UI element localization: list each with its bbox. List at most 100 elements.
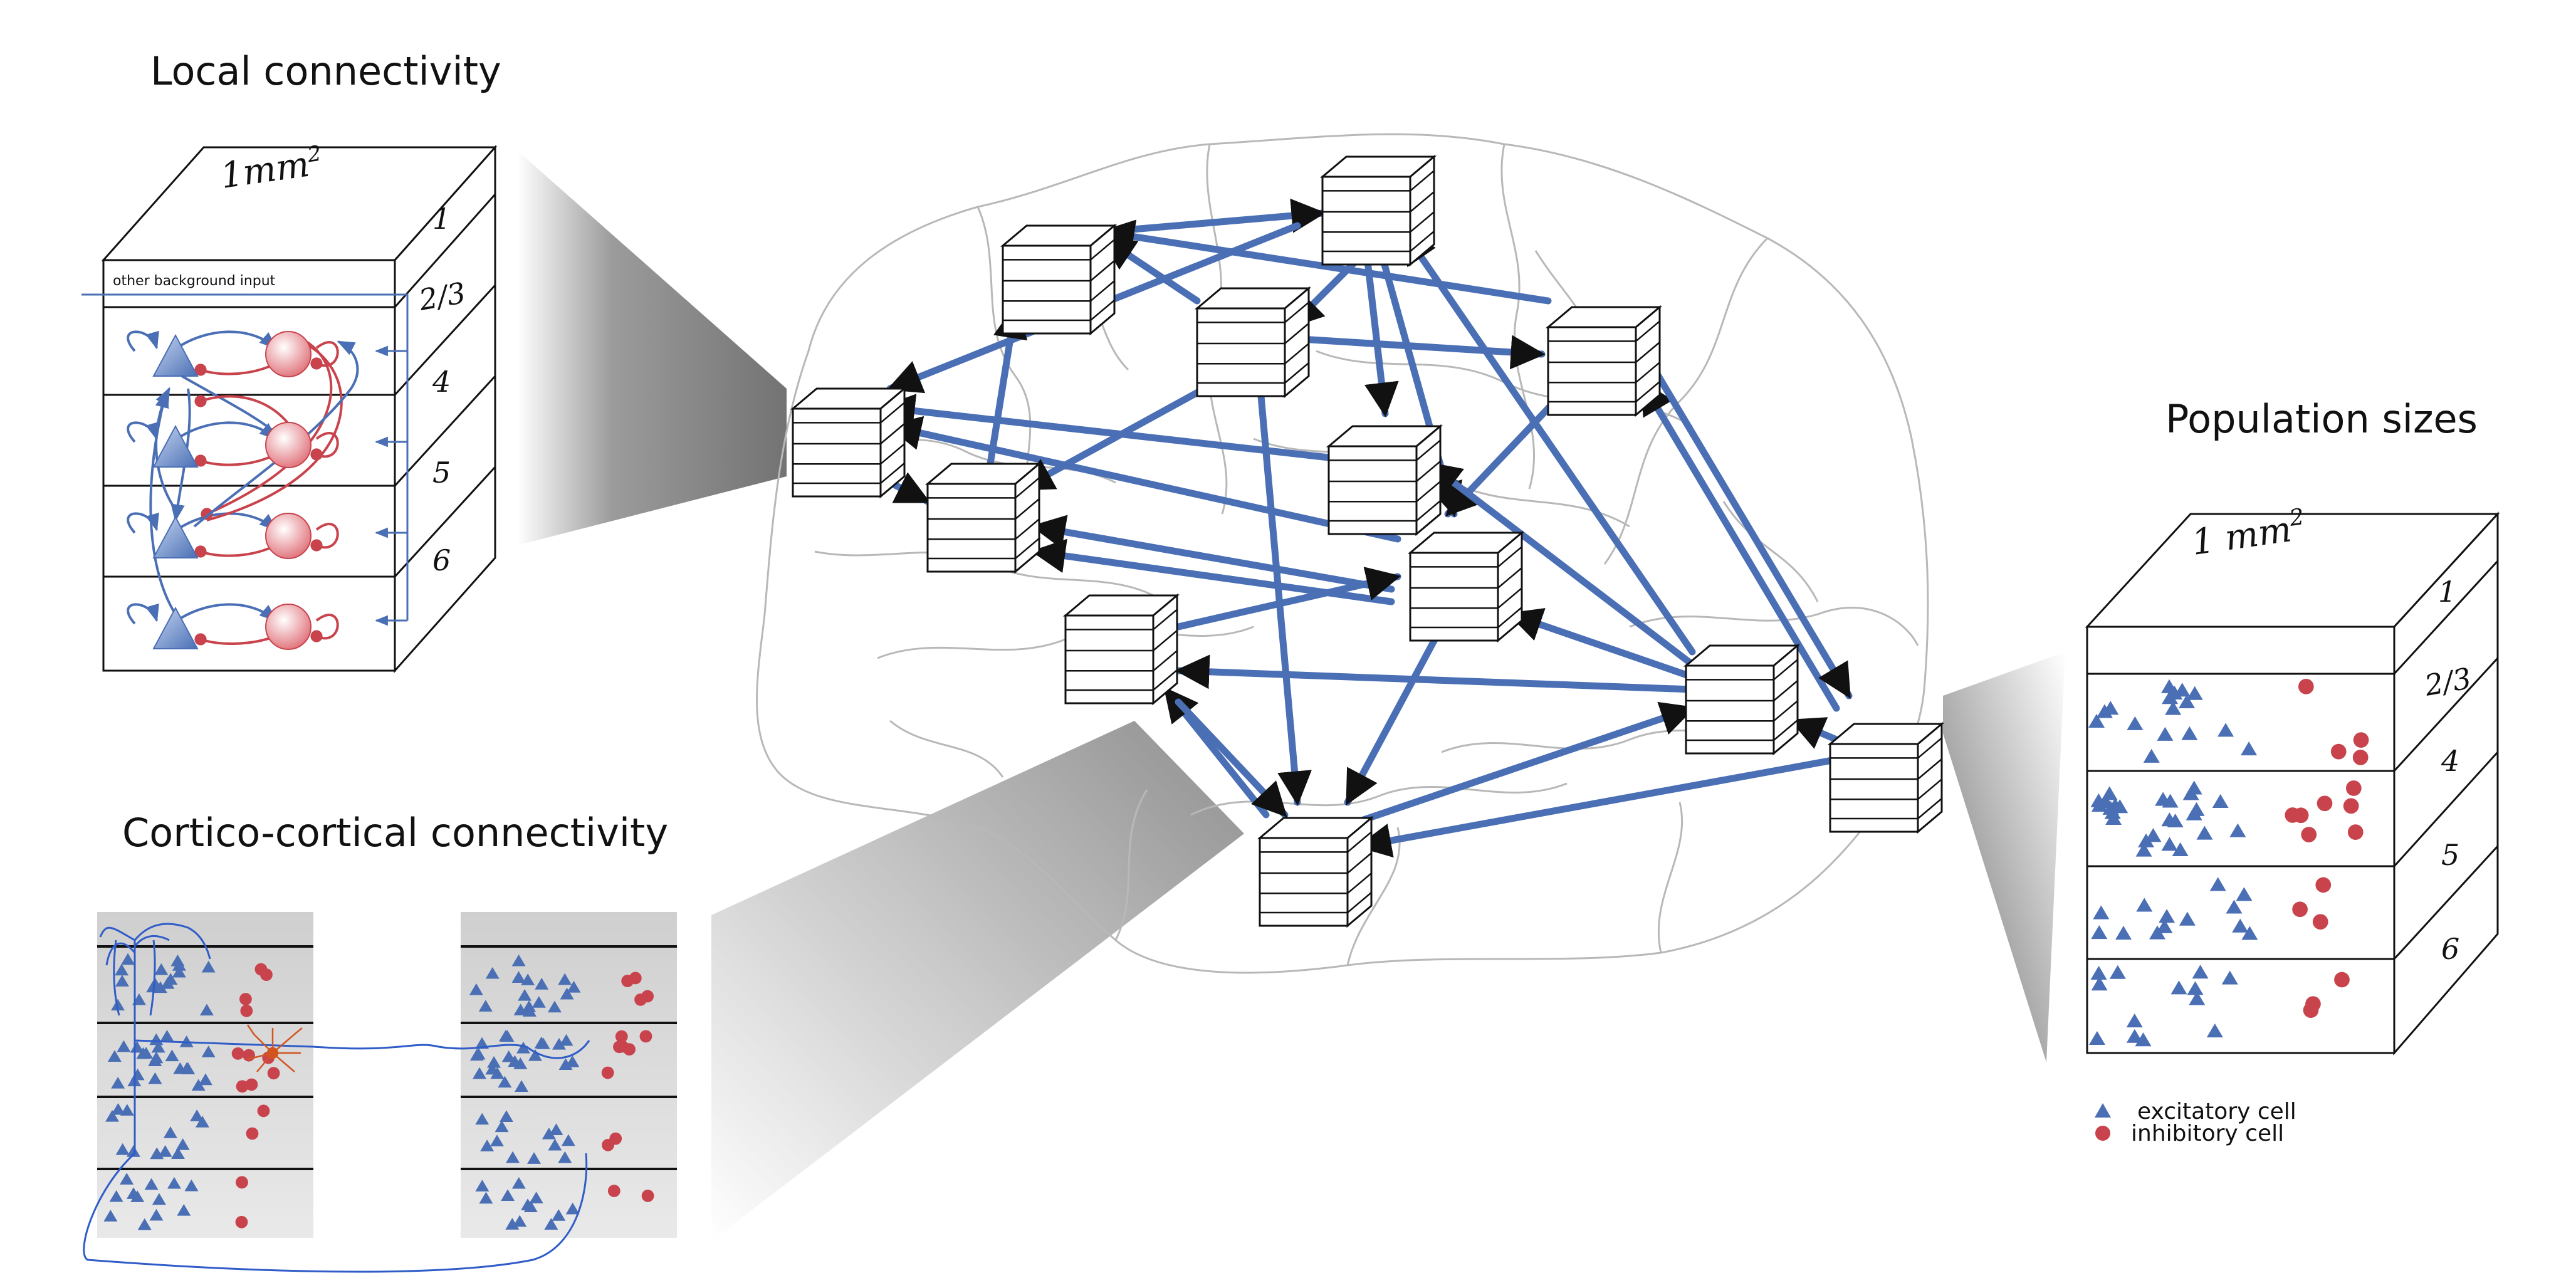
excitatory-cell xyxy=(198,1073,212,1086)
exc-population-l4 xyxy=(152,424,199,468)
excitatory-cell xyxy=(2236,887,2253,901)
excitatory-cell xyxy=(518,988,532,1001)
excitatory-cell xyxy=(2221,970,2238,985)
inhibitory-cell xyxy=(2312,914,2328,930)
inhibitory-cell xyxy=(236,1176,248,1189)
excitatory-cell xyxy=(2126,1014,2143,1028)
inhibitory-cell xyxy=(2353,732,2369,748)
excitatory-cell xyxy=(2170,980,2187,995)
exc-population-l5 xyxy=(152,515,199,558)
inhibitory-cell xyxy=(2347,824,2364,840)
cortical-area-cube xyxy=(1407,530,1525,643)
inhibitory-cell xyxy=(231,1047,244,1060)
local-layer-6-label: 6 xyxy=(432,543,451,577)
connection-arrow xyxy=(1651,366,1853,699)
inhibitory-cell xyxy=(235,1215,248,1228)
excitatory-cell xyxy=(154,963,169,975)
excitatory-cell xyxy=(152,1193,166,1205)
connection-arrow xyxy=(1400,228,1696,656)
cortical-area-cube xyxy=(1827,721,1945,834)
excitatory-cell xyxy=(469,983,483,995)
excitatory-cell xyxy=(165,1049,179,1062)
excitatory-cell xyxy=(121,953,135,965)
excitatory-cell xyxy=(2226,899,2243,914)
excitatory-cell xyxy=(2241,741,2258,756)
excitatory-cell xyxy=(163,1126,177,1138)
inhibitory-cell xyxy=(2317,795,2333,812)
inhibitory-cell xyxy=(613,1040,626,1054)
excitatory-cell xyxy=(190,1109,204,1121)
connection-arrow xyxy=(1175,654,1696,693)
excitatory-cell xyxy=(2127,716,2144,730)
excitatory-cell xyxy=(111,1103,125,1115)
excitatory-cell xyxy=(2212,794,2229,809)
excitatory-cell xyxy=(469,1049,484,1061)
local-layer-23-label: 2/3 xyxy=(416,276,468,317)
excitatory-cell xyxy=(172,959,186,971)
connection-arrow xyxy=(1338,701,1696,831)
cortico-cortical-title: Cortico-cortical connectivity xyxy=(122,810,668,856)
excitatory-cell xyxy=(158,1145,172,1157)
cortical-area-cube xyxy=(1062,593,1180,706)
excitatory-cell xyxy=(136,1047,150,1059)
excitatory-cell xyxy=(542,1127,556,1139)
excitatory-cell xyxy=(2241,926,2258,940)
excitatory-cell xyxy=(2101,786,2118,800)
excitatory-cell xyxy=(529,1192,543,1203)
excitatory-cell xyxy=(500,1030,515,1042)
inhibitory-cell xyxy=(2330,743,2347,760)
cortical-area-cube xyxy=(1683,643,1801,756)
excitatory-cell xyxy=(148,1072,162,1084)
local-layer-1-label: 1 xyxy=(432,202,451,236)
excitatory-cell xyxy=(2209,877,2226,891)
excitatory-cell xyxy=(2161,812,2178,827)
excitatory-cell xyxy=(109,1190,123,1202)
excitatory-cell xyxy=(528,1049,542,1061)
connection-arrow xyxy=(1638,379,1840,712)
inhibitory-cell xyxy=(236,1080,249,1093)
excitatory-cell xyxy=(151,1040,165,1053)
excitatory-cell xyxy=(177,1203,191,1216)
cortical-area-cube xyxy=(1194,286,1312,399)
excitatory-cell xyxy=(2161,679,2178,693)
excitatory-cell xyxy=(2091,977,2108,991)
background-input-lines xyxy=(81,293,409,626)
inhibitory-cell xyxy=(245,1078,258,1091)
zoom-projection-cortico xyxy=(711,721,1244,1241)
excitatory-cell xyxy=(548,1138,562,1151)
excitatory-cell xyxy=(506,1151,520,1163)
excitatory-cell xyxy=(107,1050,122,1062)
excitatory-cell xyxy=(487,1056,501,1068)
local-layer-5-label: 5 xyxy=(432,456,451,490)
cortico-cortical-panel: Cortico-cortical connectivity xyxy=(83,810,677,1273)
excitatory-cell xyxy=(472,1067,486,1079)
excitatory-cell xyxy=(552,1037,566,1050)
inhibitory-legend-icon xyxy=(2095,1126,2110,1141)
connection-arrow xyxy=(880,394,1333,461)
connection-arrow xyxy=(1256,379,1312,806)
connection-arrow xyxy=(1175,698,1289,819)
excitatory-cell xyxy=(170,1147,185,1159)
microcircuit-populations xyxy=(152,331,312,650)
pop-layer-5-label: 5 xyxy=(2441,838,2459,872)
connection-arrow xyxy=(1789,717,1840,749)
excitatory-cell xyxy=(126,1145,140,1157)
excitatory-cell xyxy=(475,1037,490,1049)
excitatory-cell xyxy=(2090,965,2107,980)
excitatory-cell xyxy=(480,1139,495,1151)
connection-arrow xyxy=(1363,247,1399,417)
excitatory-cell xyxy=(531,996,546,1008)
exc-population-l23 xyxy=(152,333,199,377)
excitatory-cell xyxy=(490,1067,505,1079)
excitatory-cell xyxy=(2126,1029,2143,1043)
excitatory-cell xyxy=(558,973,572,985)
excitatory-cell xyxy=(2135,842,2152,857)
excitatory-cell xyxy=(175,1138,190,1150)
inhibitory-cell xyxy=(639,1030,652,1043)
excitatory-legend-icon xyxy=(2095,1103,2111,1118)
connection-arrow xyxy=(1425,460,1696,668)
cortical-area-cube xyxy=(924,461,1042,574)
excitatory-cell xyxy=(2161,837,2178,851)
excitatory-cell xyxy=(2088,1030,2105,1045)
population-cells xyxy=(2088,678,2369,1047)
